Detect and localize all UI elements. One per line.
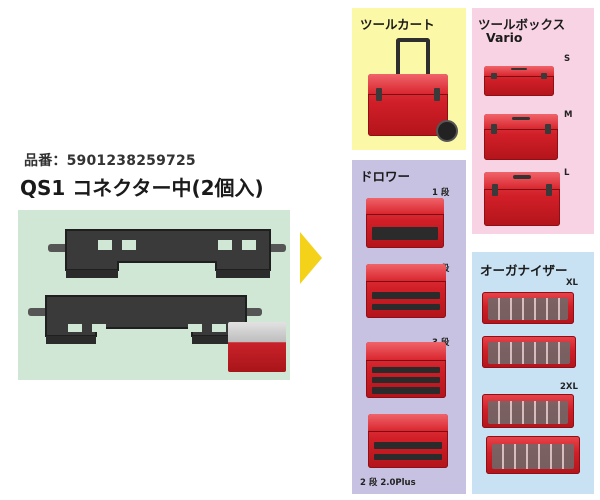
organizer-panel: オーガナイザー XL 2XL xyxy=(472,252,594,494)
organizer-title: オーガナイザー xyxy=(480,263,568,278)
drawer-panel: ドロワー 1 段 2 段 3 段 2 段 2.0Plus xyxy=(352,160,466,494)
organizer-xl-image-1 xyxy=(482,292,574,324)
vario-l-image xyxy=(484,172,560,226)
product-photo xyxy=(18,210,290,380)
drawer-title: ドロワー xyxy=(360,169,411,184)
cart-handle xyxy=(396,38,430,84)
organizer-2xl-image-1 xyxy=(482,394,574,428)
drawer-label-2plus: 2 段 2.0Plus xyxy=(360,478,416,488)
tool-cart-panel: ツールカート xyxy=(352,8,466,150)
product-name: QS1 コネクター中(2個入) xyxy=(20,176,264,200)
organizer-xl-image-2 xyxy=(482,336,576,368)
tool-box-title: ツールボックス xyxy=(478,17,566,32)
connector-image-top xyxy=(48,229,286,278)
tool-cart-title: ツールカート xyxy=(360,17,435,32)
drawer-label-1: 1 段 xyxy=(432,188,450,198)
organizer-thumbnail xyxy=(228,322,286,372)
size-label-m: M xyxy=(564,110,573,120)
drawer-2-image xyxy=(366,264,446,318)
product-number: 品番：5901238259725 xyxy=(24,153,196,169)
drawer-1-image xyxy=(366,198,444,248)
drawer-2plus-image xyxy=(368,414,448,468)
size-label-s: S xyxy=(564,54,571,64)
organizer-label-xl: XL xyxy=(566,278,578,288)
cart-wheel xyxy=(436,120,458,142)
right-arrow-icon xyxy=(300,232,322,284)
vario-s-image xyxy=(484,66,554,96)
organizer-label-2xl: 2XL xyxy=(560,382,578,392)
drawer-3-image xyxy=(366,342,446,398)
vario-m-image xyxy=(484,114,558,160)
tool-box-vario-panel: ツールボックス Vario S M L xyxy=(472,8,594,234)
size-label-l: L xyxy=(564,168,570,178)
organizer-2xl-image-2 xyxy=(486,436,580,474)
tool-box-subtitle: Vario xyxy=(486,30,523,45)
tool-cart-image xyxy=(368,74,448,136)
